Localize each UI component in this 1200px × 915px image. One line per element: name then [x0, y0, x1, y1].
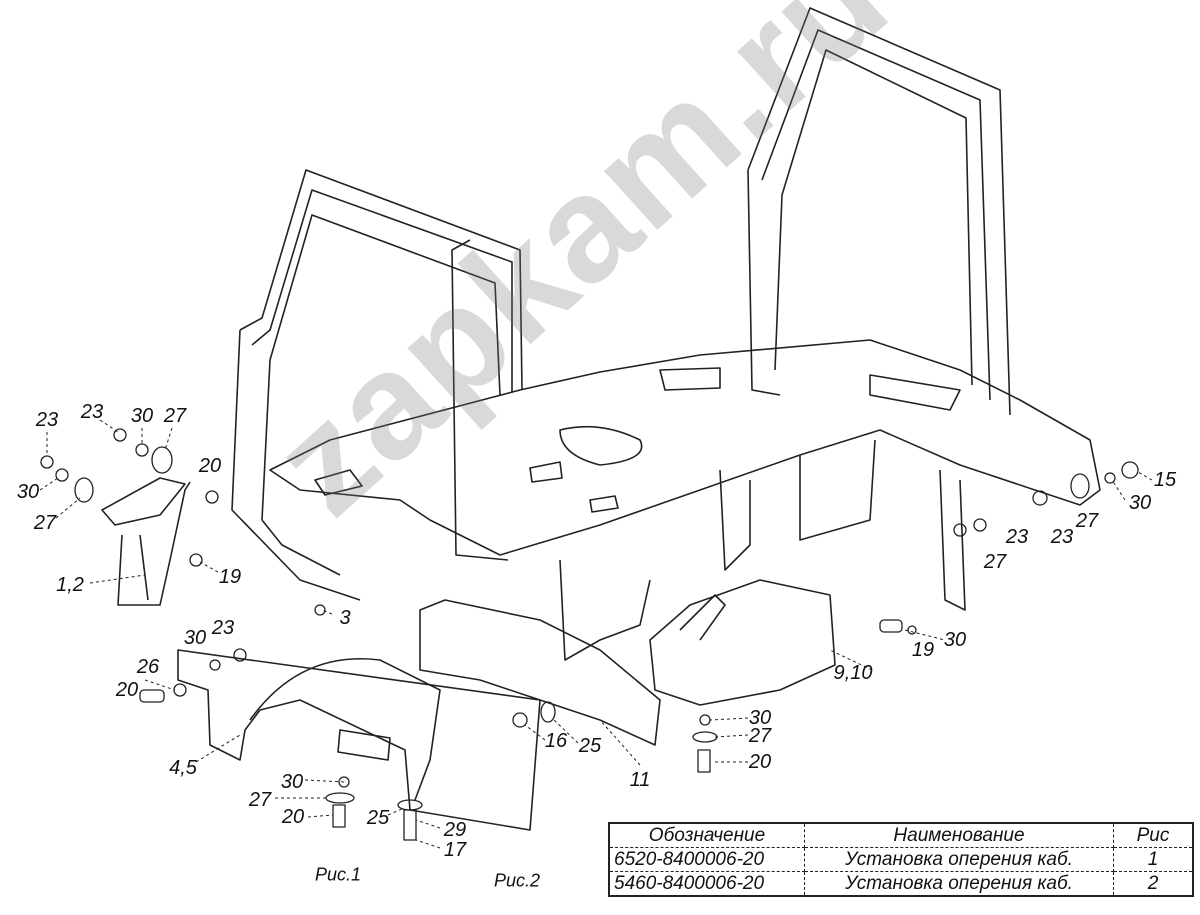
cell-figure: 2: [1113, 871, 1194, 897]
table-row: 6520-8400006-20 Установка оперения каб. …: [608, 847, 1194, 872]
panel-11-part: [419, 599, 661, 746]
callout: 30: [183, 627, 207, 649]
callout: 23: [80, 401, 104, 423]
front-wing-part: [177, 649, 541, 831]
fasteners: [40, 428, 1139, 841]
right-door-frame: [747, 7, 1011, 416]
callout: 30: [280, 771, 304, 793]
callout: 20: [115, 679, 139, 701]
callout: 15: [1153, 469, 1177, 491]
callout: 27: [33, 512, 57, 534]
header-figure: Рис: [1113, 822, 1194, 848]
specification-table: Обозначение Наименование Рис 6520-840000…: [608, 822, 1194, 897]
callout: 27: [748, 725, 772, 747]
callout: 20: [281, 806, 305, 828]
callout: 16: [544, 730, 568, 752]
callout: 23: [1005, 526, 1029, 548]
callout: 4,5: [169, 757, 197, 779]
cell-name: Установка оперения каб.: [804, 847, 1114, 872]
callout: 23: [1050, 526, 1074, 548]
table-row: 5460-8400006-20 Установка оперения каб. …: [608, 871, 1194, 897]
figure-caption-1: Рис.1: [314, 864, 362, 885]
callout: 19: [218, 566, 242, 588]
header-name: Наименование: [804, 822, 1114, 848]
callout: 23: [35, 409, 59, 431]
callout: 17: [443, 839, 467, 861]
leader-lines: [39, 419, 1153, 849]
callout: 11: [629, 769, 651, 791]
right-mudguard-part: [649, 579, 836, 706]
callout: 20: [748, 751, 772, 773]
callout: 30: [130, 405, 154, 427]
callout: 23: [211, 617, 235, 639]
cell-figure: 1: [1113, 847, 1194, 872]
callout: 29: [443, 819, 467, 841]
callout: 30: [16, 481, 40, 503]
callout: 27: [248, 789, 272, 811]
callout: 3: [339, 607, 351, 629]
callout: 1,2: [56, 574, 84, 596]
callout: 30: [748, 707, 772, 729]
cab-floor: [269, 339, 1101, 661]
callout: 19: [911, 639, 935, 661]
callout: 27: [163, 405, 187, 427]
cell-designation: 5460-8400006-20: [608, 871, 805, 897]
figure-caption-2: Рис.2: [493, 870, 541, 891]
callout: 20: [198, 455, 222, 477]
left-door-frame: [231, 169, 523, 601]
callout: 27: [1075, 510, 1099, 532]
callout: 25: [366, 807, 390, 829]
callout: 9,10: [833, 662, 873, 684]
cell-designation: 6520-8400006-20: [608, 847, 805, 872]
callout: 25: [578, 735, 602, 757]
cell-name: Установка оперения каб.: [804, 871, 1114, 897]
callout: 30: [943, 629, 967, 651]
callout: 26: [136, 656, 160, 678]
left-mudguard-part: [101, 477, 191, 606]
table-header-row: Обозначение Наименование Рис: [608, 822, 1194, 848]
callout: 27: [983, 551, 1007, 573]
header-designation: Обозначение: [608, 822, 805, 848]
callout: 30: [1128, 492, 1152, 514]
